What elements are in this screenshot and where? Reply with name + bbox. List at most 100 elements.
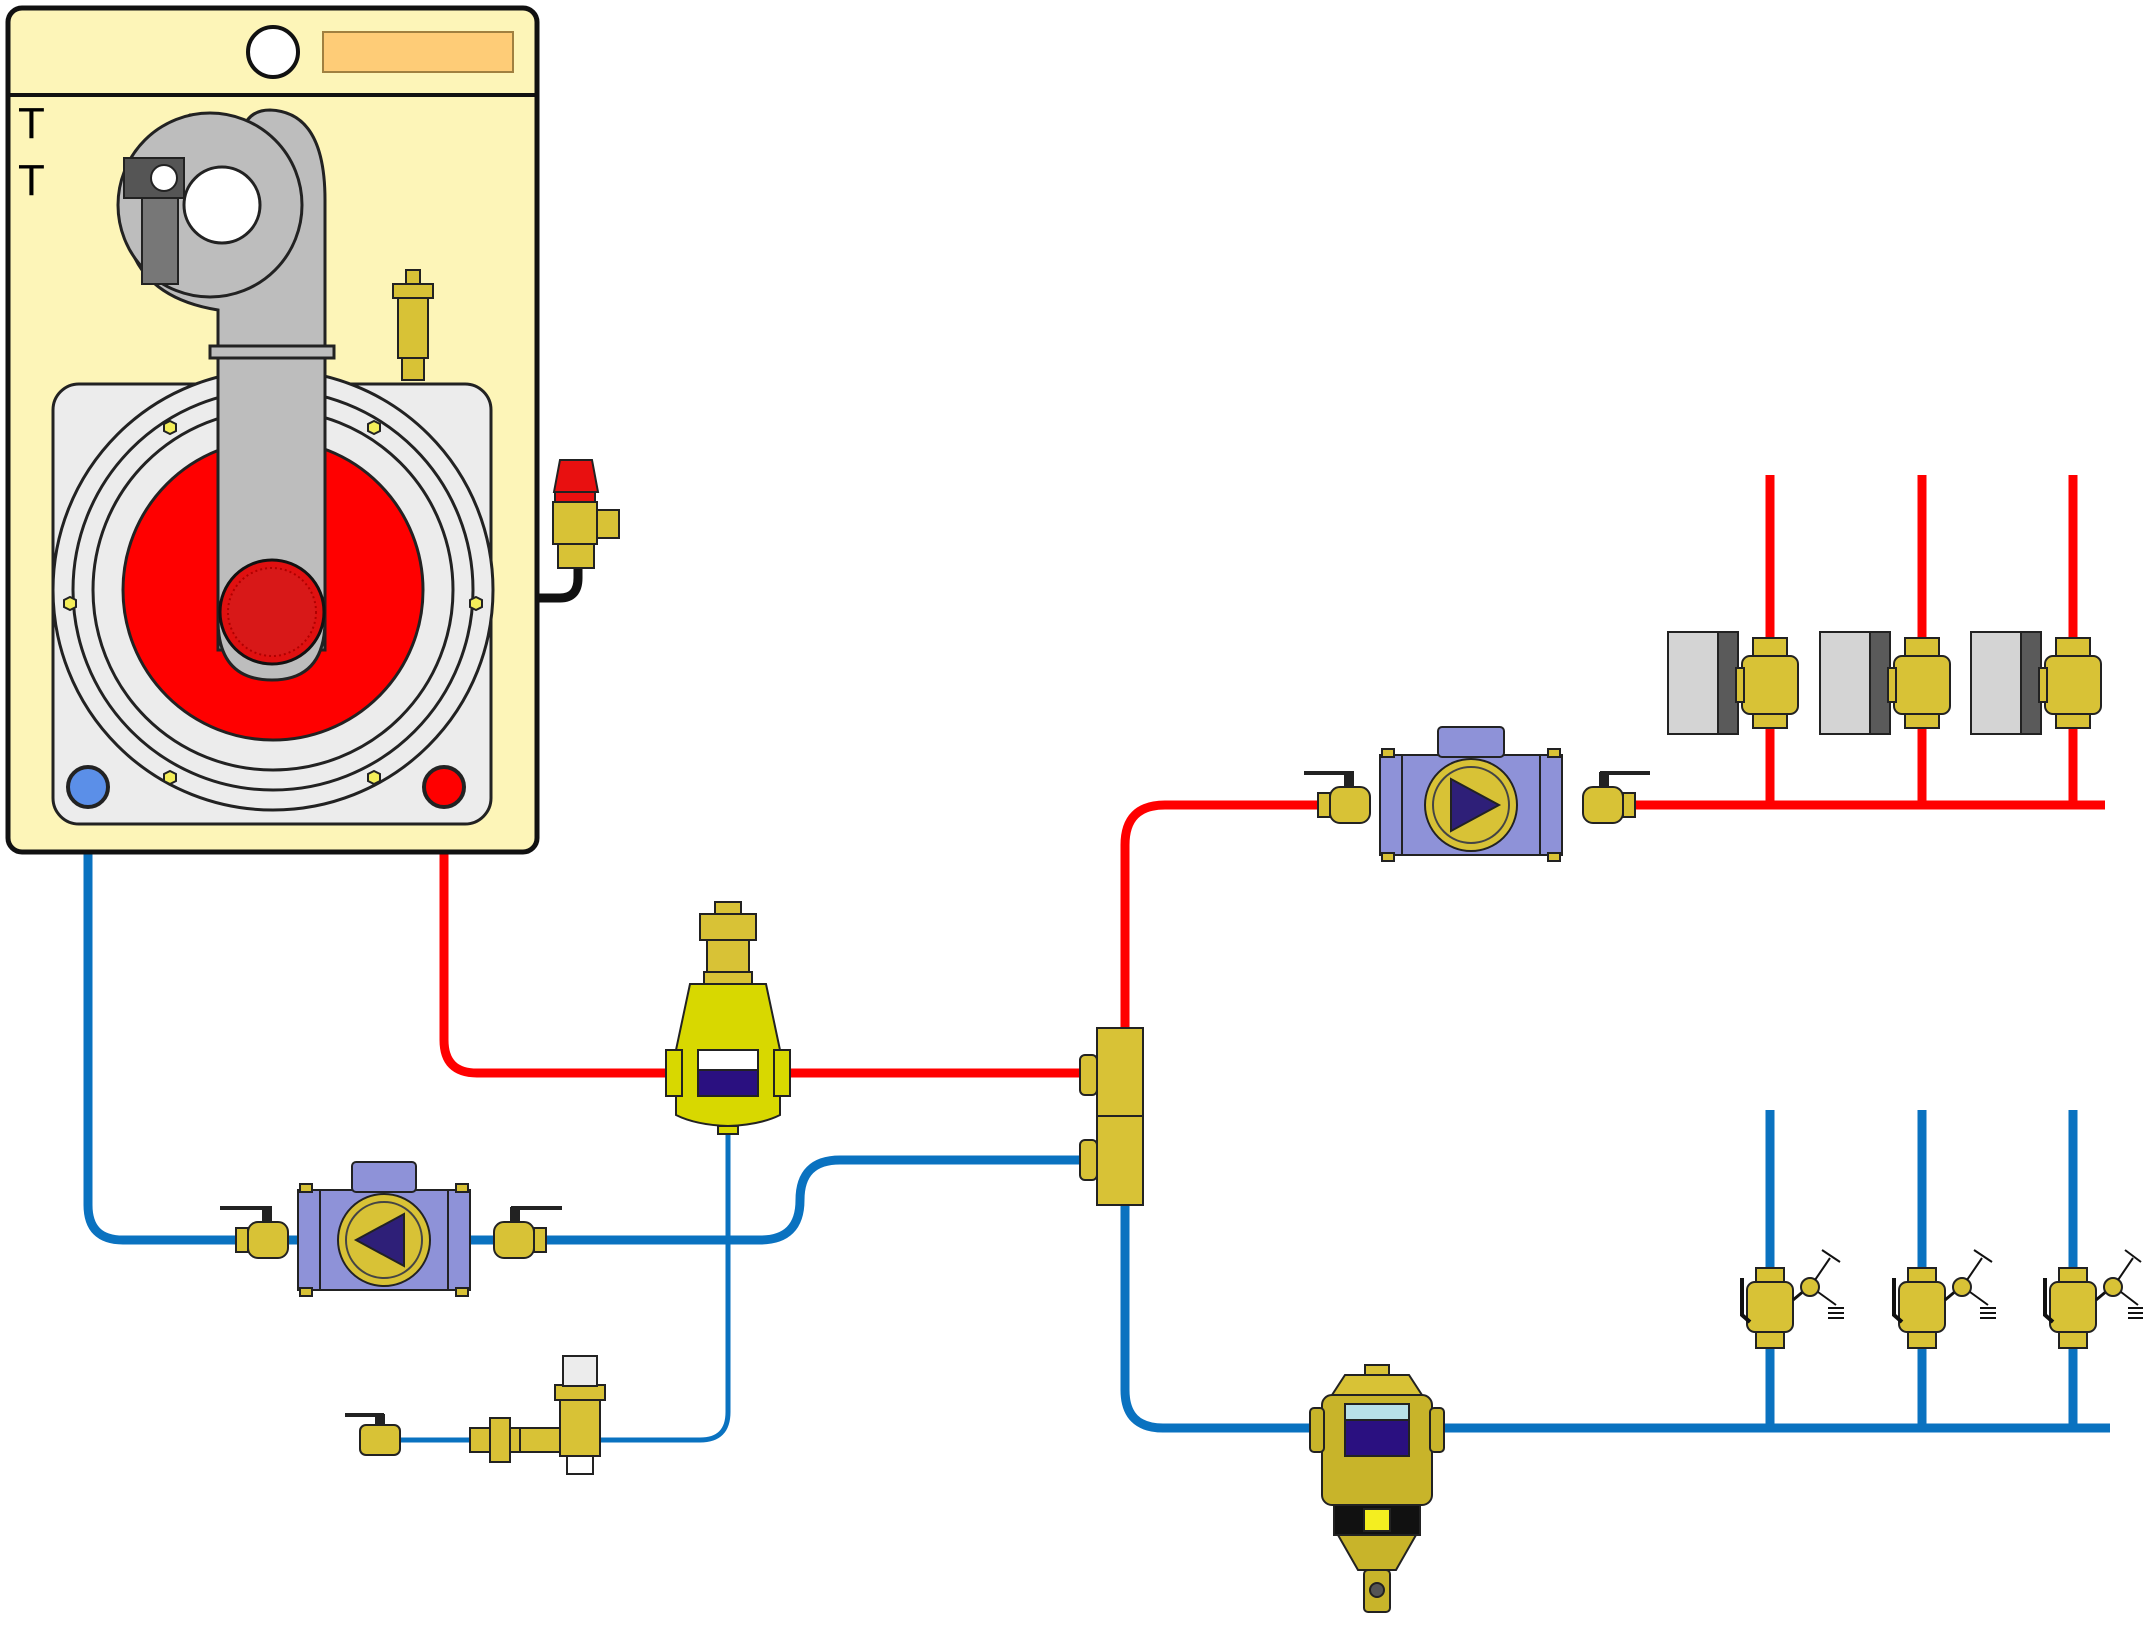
pump-flange-left <box>1379 754 1403 856</box>
radiator-panel-light <box>1819 631 1871 735</box>
radiator-icon[interactable] <box>1970 631 2042 735</box>
hydraulic-separator-supply-port <box>1079 1054 1098 1096</box>
ball-valve-end <box>1622 792 1636 818</box>
secondary-return-pipe <box>1120 1205 2110 1433</box>
lockshield-valve-bottom <box>1755 1331 1785 1349</box>
ball-valve-icon[interactable] <box>220 1206 289 1259</box>
lockshield-valve-body <box>1898 1281 1946 1333</box>
safety-valve-cap <box>552 459 600 493</box>
pump-bolt <box>299 1287 313 1297</box>
safety-valve-connection-pipe <box>490 535 583 603</box>
lockshield-valve-knob <box>1800 1277 1820 1297</box>
hydraulic-separator-body-bottom <box>1096 1115 1144 1206</box>
radiator-valve-bottom <box>2055 713 2091 729</box>
boiler-supply-connection[interactable] <box>422 765 466 809</box>
radiator-valve-side <box>1735 667 1745 703</box>
primary-pump-group[interactable] <box>220 1161 562 1297</box>
primary-return-pipe <box>83 790 1080 1245</box>
filling-reducer-top <box>554 1384 606 1401</box>
lockshield-valve-icon[interactable] <box>1740 1249 1844 1349</box>
lockshield-valve-bottom <box>2058 1331 2088 1349</box>
lockshield-valve-icon[interactable] <box>2043 1249 2143 1349</box>
safety-valve-base <box>557 543 595 569</box>
air-separator-cap <box>714 901 742 915</box>
filling-reducer-body <box>559 1399 601 1457</box>
radiator-valve-top <box>1752 637 1788 657</box>
lockshield-valve-stem-cap <box>2124 1249 2142 1263</box>
ball-valve-body <box>1329 786 1371 824</box>
display-panel <box>322 31 514 73</box>
pump-arrow-icon <box>1450 777 1502 833</box>
ball-valve-body <box>247 1221 289 1259</box>
burner-head-texture <box>227 567 317 657</box>
lockshield-valve-drain <box>1969 1291 1989 1306</box>
lockshield-valve-stem <box>1814 1257 1831 1281</box>
radiator-valve-top <box>2055 637 2091 657</box>
burner-motor-cap <box>150 164 178 192</box>
ball-valve-icon[interactable] <box>1582 771 1650 824</box>
radiator-icon[interactable] <box>1819 631 1891 735</box>
secondary-pump-group[interactable] <box>1304 726 1650 862</box>
dirt-separator-icon[interactable] <box>1309 1364 1445 1613</box>
pump-bolt <box>1547 852 1561 862</box>
ball-valve-stem <box>262 1207 272 1223</box>
pump-bolt <box>455 1183 469 1193</box>
bolt-icon <box>163 419 177 436</box>
ball-valve-end <box>235 1227 249 1253</box>
air-vent-icon[interactable] <box>392 269 434 381</box>
air-separator-icon[interactable] <box>665 901 791 1135</box>
lockshield-valve-knob <box>2103 1277 2123 1297</box>
ball-valve-icon[interactable] <box>493 1206 562 1259</box>
pump-flange-right <box>1539 754 1563 856</box>
radiator-valve-body <box>1893 655 1951 715</box>
lockshield-valve-stem-cap <box>1821 1249 1841 1263</box>
radiator-valve-top <box>1904 637 1940 657</box>
lockshield-valve-icon[interactable] <box>1892 1249 1996 1349</box>
ball-valve-icon[interactable] <box>1304 771 1371 824</box>
lockshield-valve-handle <box>1740 1278 1752 1324</box>
radiator-valve-body <box>2044 655 2102 715</box>
air-separator-inlet <box>665 1049 683 1097</box>
pump-bolt <box>1381 852 1395 862</box>
lockshield-valve-knob <box>1952 1277 1972 1297</box>
ball-valve-stem <box>1344 772 1354 788</box>
safety-valve-icon[interactable] <box>552 459 620 569</box>
pump-bolt <box>299 1183 313 1193</box>
air-separator-drain <box>717 1125 739 1135</box>
radiator-valve-bottom <box>1904 713 1940 729</box>
lockshield-valve-handle <box>1892 1278 1904 1324</box>
pump-head <box>1437 726 1505 758</box>
secondary-supply-pipe <box>1120 800 1320 1028</box>
hydraulic-separator-return-port <box>1079 1139 1098 1181</box>
pump-bolt <box>455 1287 469 1297</box>
radiator-valve-icon[interactable] <box>1887 637 1951 729</box>
safety-valve-body <box>552 501 598 545</box>
power-indicator-icon[interactable] <box>246 25 300 79</box>
burner-fan-opening <box>182 165 262 245</box>
filling-valve-nut <box>489 1417 511 1463</box>
lockshield-valve-drain <box>1817 1291 1837 1306</box>
boiler-icon[interactable]: T T <box>5 5 540 855</box>
dirt-separator-drain-hole <box>1369 1582 1385 1598</box>
pump-arrow-icon <box>353 1212 405 1268</box>
hydraulic-separator-body-top <box>1096 1027 1144 1117</box>
air-vent-body <box>397 297 429 359</box>
burner-motor-base <box>141 197 179 285</box>
filling-strainer <box>566 1455 594 1475</box>
filling-unit-icon[interactable] <box>345 1355 606 1475</box>
filling-ball-valve <box>359 1424 401 1456</box>
lockshield-valve-bottom <box>1907 1331 1937 1349</box>
circulation-pump-icon[interactable] <box>1379 726 1563 862</box>
dirt-separator-inlet <box>1309 1407 1325 1453</box>
boiler-return-connection[interactable] <box>66 765 110 809</box>
radiator-valve-icon[interactable] <box>1735 637 1799 729</box>
air-vent-top <box>392 283 434 299</box>
filling-valve-body-2 <box>519 1427 561 1453</box>
pump-flange-left <box>297 1189 321 1291</box>
hydraulic-separator-icon[interactable] <box>1079 1027 1144 1206</box>
radiator-valve-icon[interactable] <box>2038 637 2102 729</box>
circulation-pump-icon[interactable] <box>297 1161 471 1297</box>
radiator-icon[interactable] <box>1667 631 1739 735</box>
air-separator-neck <box>703 971 753 985</box>
dirt-separator-magnet-label <box>1363 1508 1391 1532</box>
